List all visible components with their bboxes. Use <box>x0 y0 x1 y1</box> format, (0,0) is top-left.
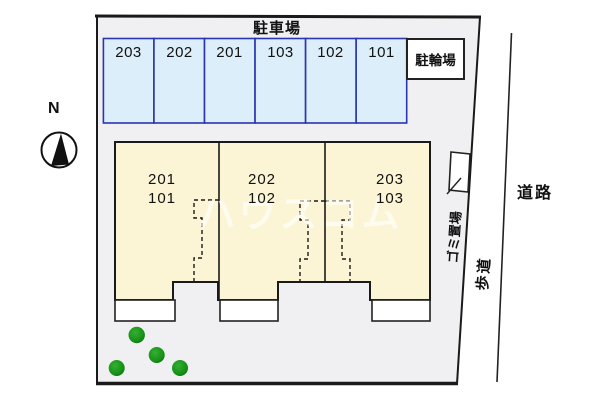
unit-upper-number: 202 <box>247 171 277 188</box>
tree-icon <box>128 326 145 344</box>
garbage-box <box>448 151 471 193</box>
parking-space-rect <box>304 37 357 124</box>
parking-space-rect <box>254 37 307 124</box>
road-label: 道路 <box>517 185 554 202</box>
unit-label-3: 203 103 <box>360 170 420 208</box>
tree-icon <box>172 360 188 376</box>
stair-dashed-path <box>325 200 351 281</box>
parking-space-number: 202 <box>166 44 193 61</box>
parking-area-title: 駐車場 <box>252 20 301 37</box>
shrubs <box>108 326 188 376</box>
parking-space-rect <box>355 37 408 124</box>
parking-space-number: 102 <box>317 44 344 61</box>
stair-dashed-path <box>299 200 325 281</box>
compass-circle <box>40 131 78 169</box>
entrance-porch <box>371 299 431 322</box>
entrance-porch <box>114 299 176 322</box>
parking-space-number: 103 <box>267 44 294 61</box>
parking-space-number: 203 <box>115 44 142 61</box>
sidewalk-label: 歩道 <box>474 255 494 292</box>
unit-lower-number: 103 <box>375 190 405 207</box>
compass-north-label: N <box>48 100 60 117</box>
stair-paths <box>193 199 351 281</box>
watermark: ハウスコム <box>197 194 403 236</box>
parking-stalls <box>102 37 408 124</box>
unit-lower-number: 102 <box>247 190 277 207</box>
unit-upper-number: 203 <box>375 171 405 188</box>
road-edge-line <box>496 32 513 383</box>
tree-icon <box>108 360 125 376</box>
parking-space-rect <box>102 37 155 124</box>
unit-lower-number: 101 <box>147 190 177 207</box>
site-boundary-top <box>94 14 482 19</box>
parking-space-number: 201 <box>216 44 243 61</box>
parking-space-rect <box>203 37 256 124</box>
bicycle-parking-box <box>406 38 465 80</box>
unit-upper-number: 201 <box>147 171 177 188</box>
unit-label-1: 201 101 <box>132 170 192 208</box>
bicycle-parking-label: 駐輪場 <box>415 53 456 68</box>
parking-space-number: 101 <box>368 44 395 61</box>
tree-icon <box>148 347 165 363</box>
entrance-porch <box>219 299 279 322</box>
garbage-box-door-line <box>446 177 462 195</box>
compass-needle-icon <box>51 133 69 166</box>
unit-label-2: 202 102 <box>232 170 292 208</box>
stair-dashed-path <box>193 199 219 281</box>
